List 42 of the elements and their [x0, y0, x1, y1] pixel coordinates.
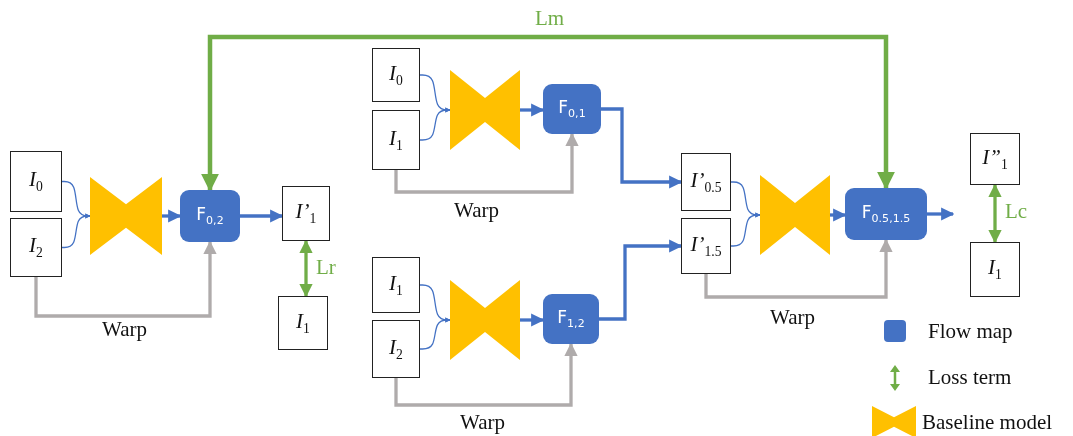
flow-map-box: F$_{0,1}$	[543, 84, 601, 134]
input-arrow	[419, 107, 451, 141]
flow-map-box: F$_{1,2}$	[543, 294, 599, 344]
image-box: I”$_{1}$	[970, 133, 1020, 185]
arrow	[830, 208, 847, 222]
flow-map-box: F$_{0.5,1.5}$	[845, 188, 927, 240]
input-arrow	[419, 317, 451, 350]
arrow	[601, 107, 683, 189]
arrow	[240, 209, 284, 223]
legend-label: Baseline model	[922, 410, 1053, 435]
image-box: I$_{1}$	[970, 242, 1020, 297]
legend-label: Loss term	[928, 365, 1012, 390]
arrow	[34, 240, 217, 318]
model-shape	[90, 177, 162, 255]
image-box: I$_{0}$	[372, 48, 420, 102]
double-arrow	[988, 183, 1002, 244]
arrow	[520, 103, 545, 117]
arrow	[599, 239, 683, 321]
input-arrow	[730, 212, 761, 247]
flow-map-box: F$_{0,2}$	[180, 190, 240, 242]
arrow	[927, 207, 955, 221]
model-shape	[450, 280, 520, 360]
image-box: I$_{2}$	[372, 320, 420, 378]
arrow	[162, 209, 182, 223]
image-box: I$_{1}$	[372, 110, 420, 170]
image-box: I’$_{1.5}$	[681, 218, 731, 274]
image-box: I$_{2}$	[10, 218, 62, 277]
model-shape	[760, 175, 830, 255]
double-arrow	[299, 239, 313, 298]
legend-label: Flow map	[928, 319, 1013, 344]
arrow	[394, 342, 578, 407]
input-arrow	[61, 213, 91, 249]
double-arrow	[201, 34, 895, 192]
arrow	[704, 238, 893, 299]
arrow	[520, 313, 545, 327]
image-box: I’$_{0.5}$	[681, 153, 731, 211]
image-box: I’$_{1}$	[282, 186, 330, 241]
model-shape	[450, 70, 520, 150]
image-box: I$_{1}$	[372, 257, 420, 313]
arrow	[394, 132, 579, 194]
image-box: I$_{0}$	[10, 151, 62, 212]
image-box: I$_{1}$	[278, 296, 328, 350]
